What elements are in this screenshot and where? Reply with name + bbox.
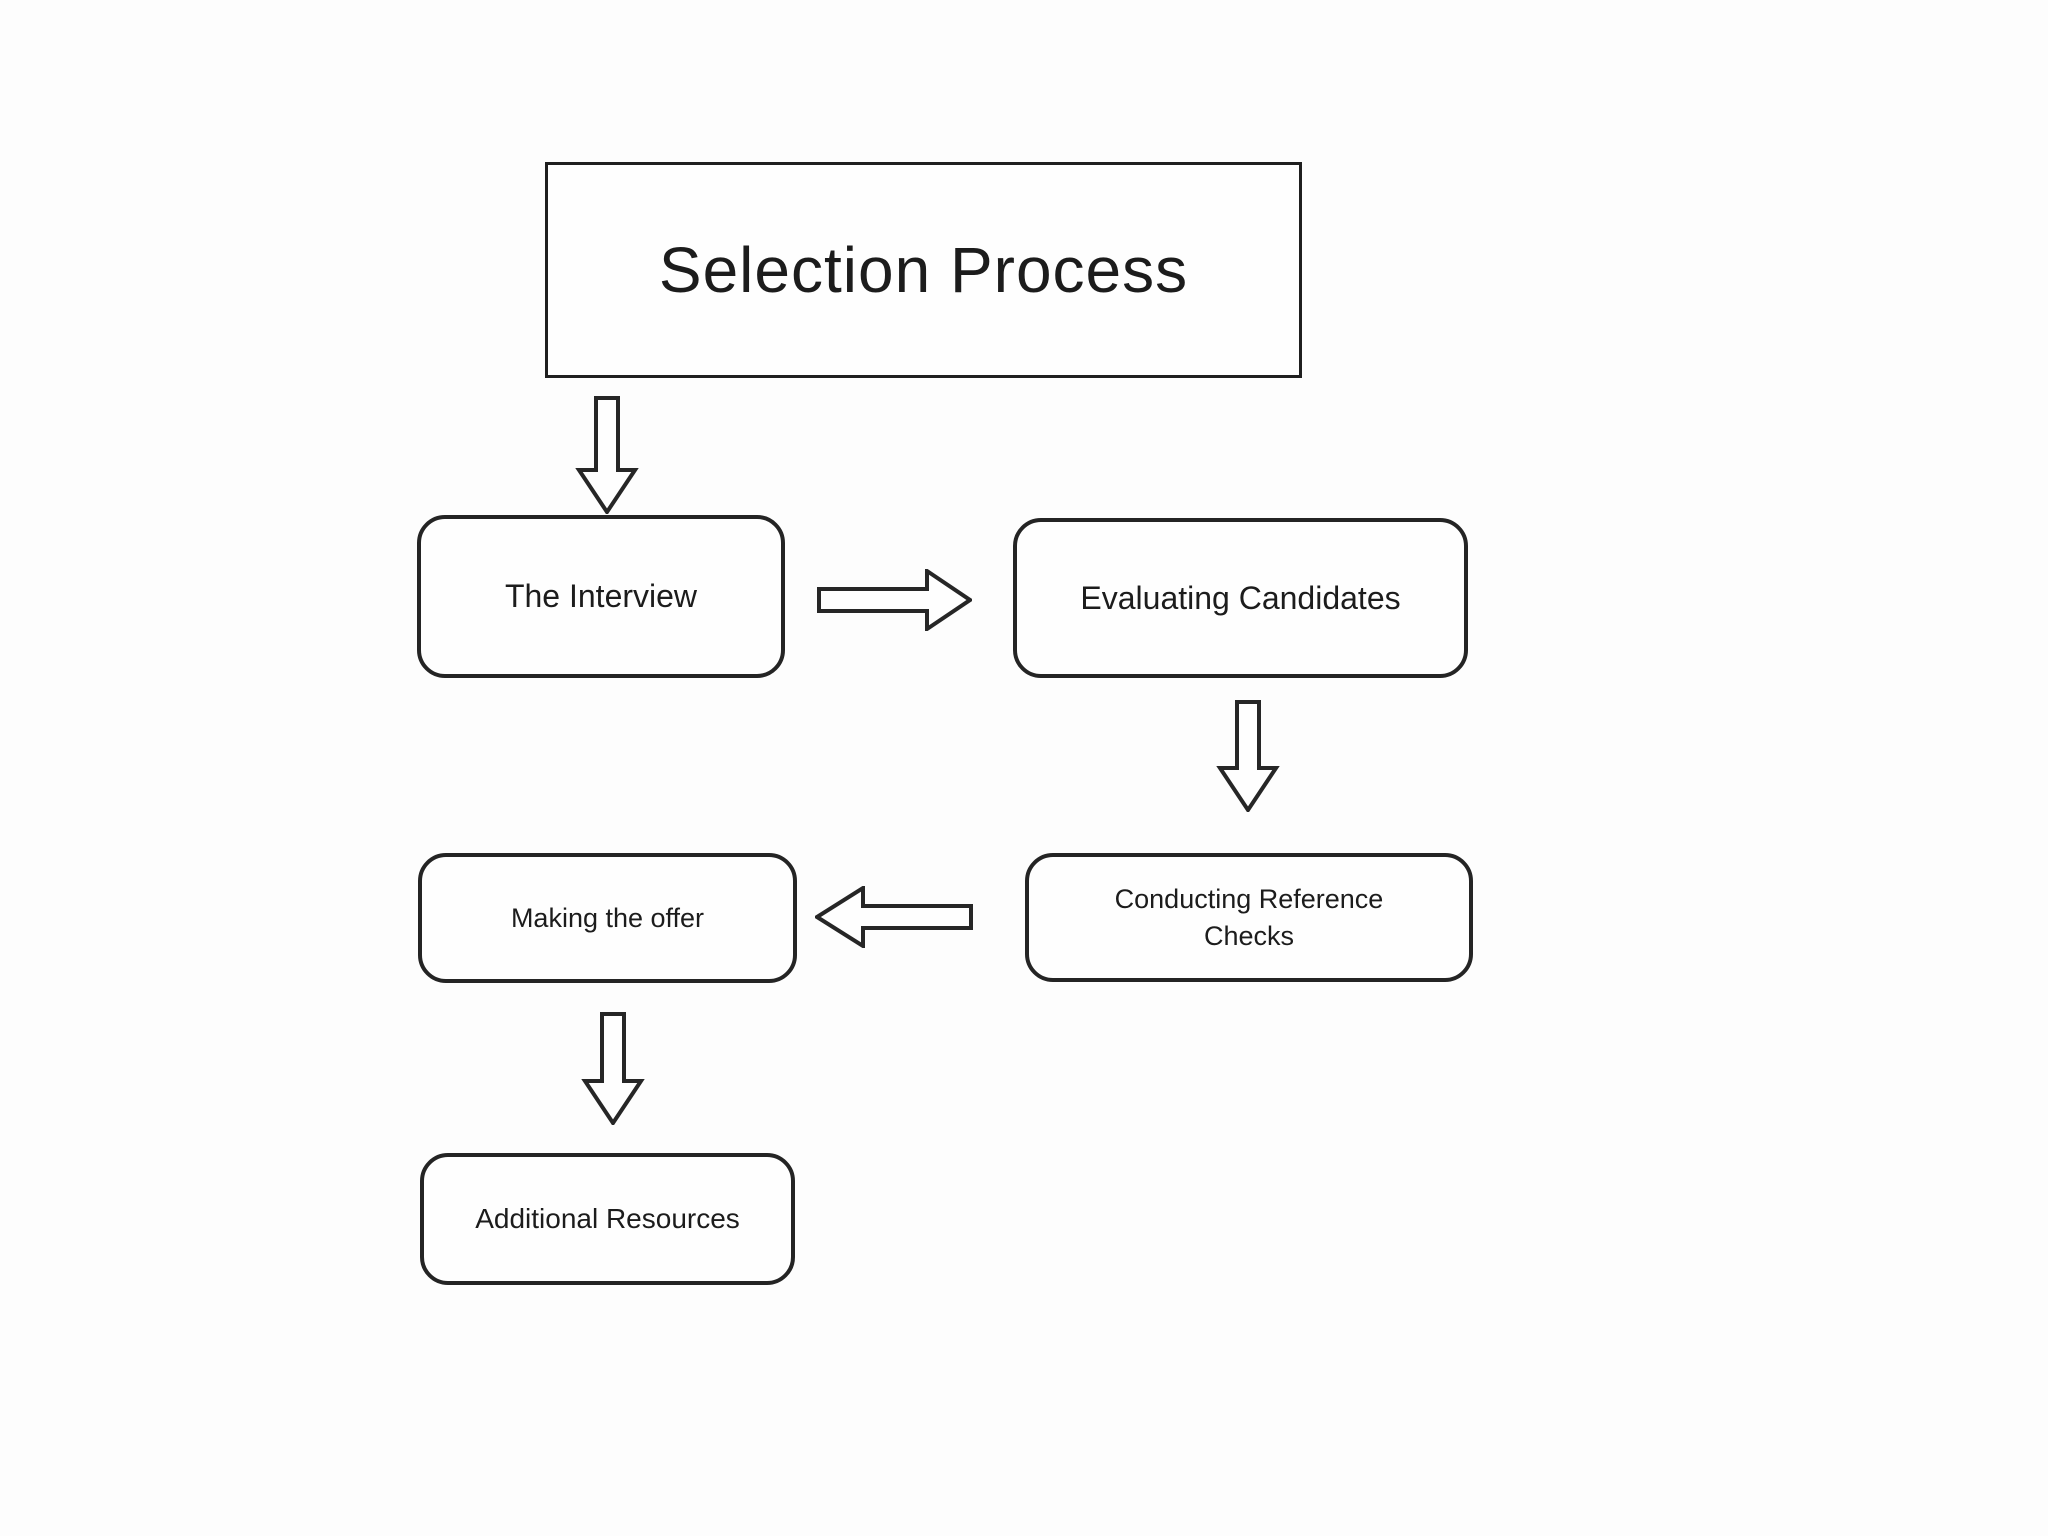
down-arrow-icon: [581, 1012, 645, 1125]
node-evaluating-candidates: Evaluating Candidates: [1013, 518, 1468, 678]
node-additional-resources-label: Additional Resources: [475, 1203, 740, 1234]
down-arrow-icon: [1216, 700, 1280, 812]
node-conducting-reference-checks: Conducting Reference Checks: [1025, 853, 1473, 982]
node-selection-process-label: Selection Process: [658, 234, 1189, 306]
node-evaluating-candidates-label: Evaluating Candidates: [1080, 579, 1401, 616]
node-additional-resources: Additional Resources: [420, 1153, 795, 1285]
right-arrow-icon: [817, 569, 972, 631]
node-the-interview: The Interview: [417, 515, 785, 678]
left-arrow-icon: [815, 886, 973, 948]
node-making-the-offer: Making the offer: [418, 853, 797, 983]
down-arrow-icon: [575, 396, 639, 514]
node-making-the-offer-label: Making the offer: [510, 902, 705, 933]
node-the-interview-label: The Interview: [504, 578, 698, 614]
node-selection-process: Selection Process: [545, 162, 1302, 378]
node-conducting-reference-checks-label: Conducting Reference Checks: [1114, 884, 1384, 951]
